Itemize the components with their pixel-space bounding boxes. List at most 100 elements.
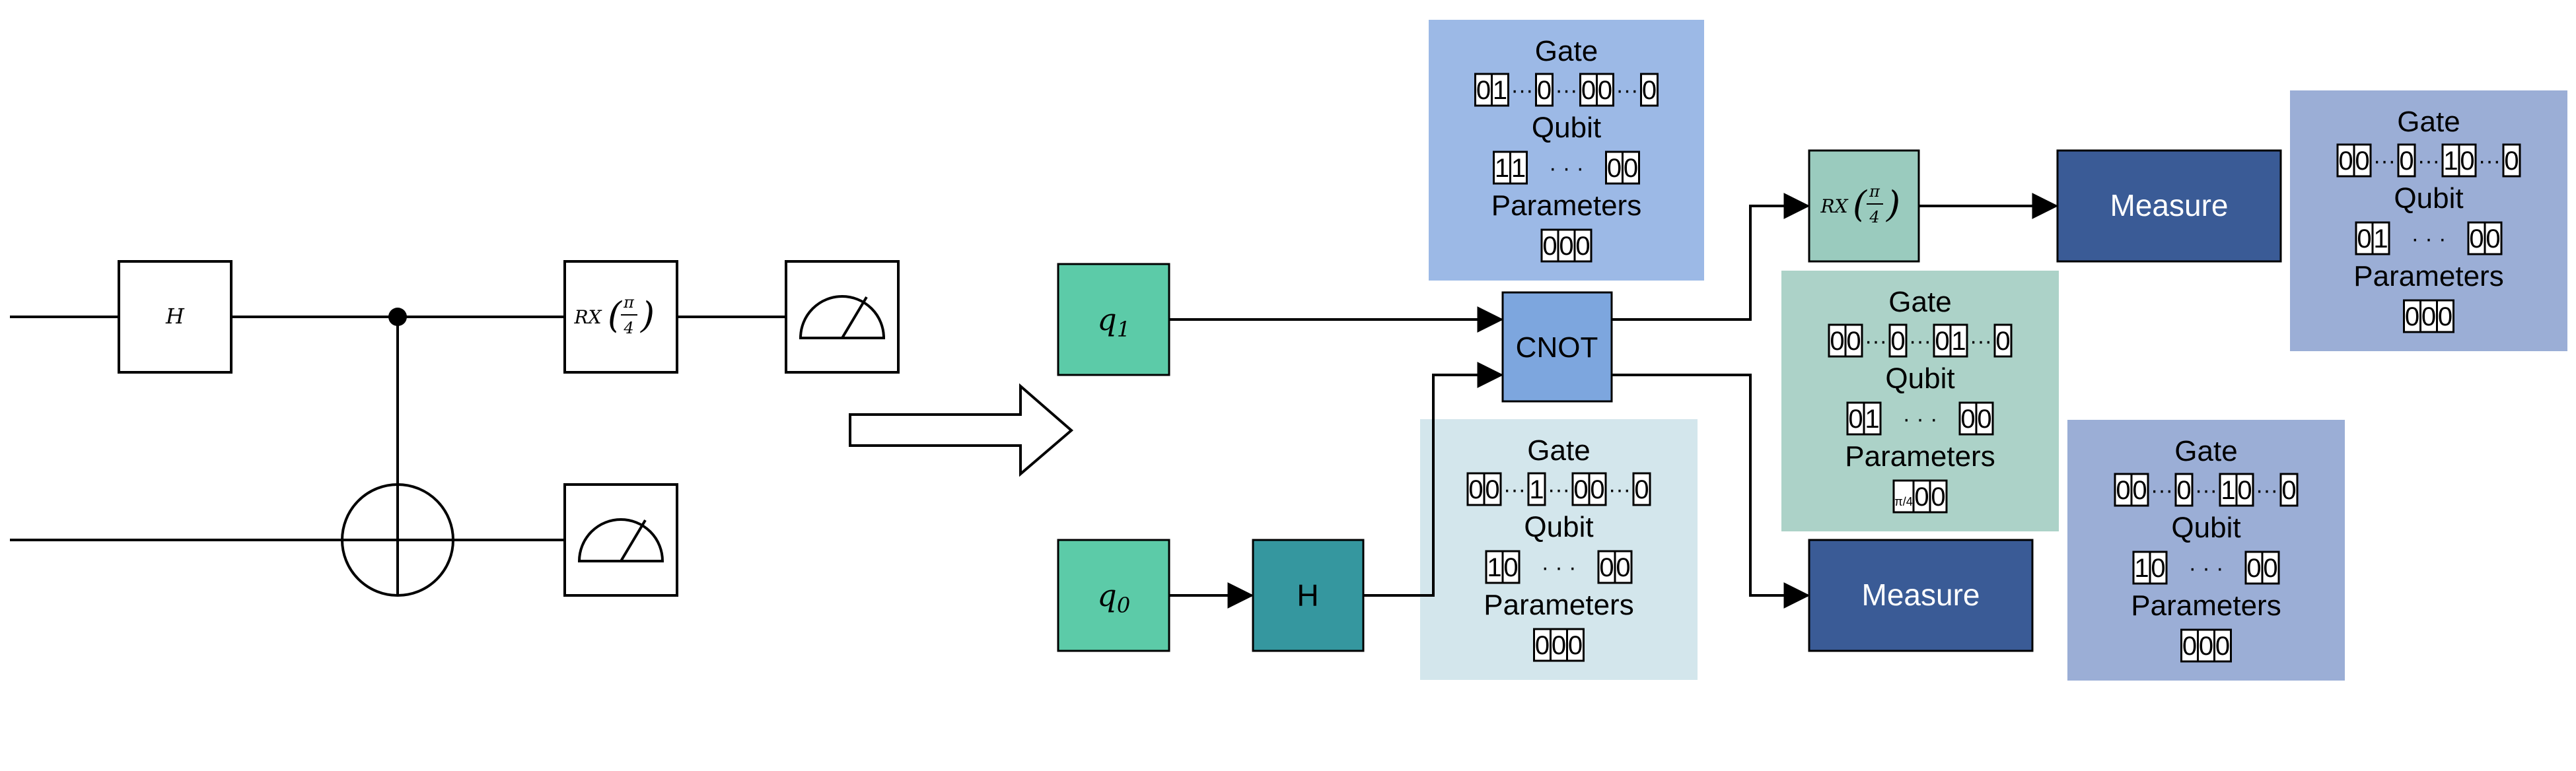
feature-bit <box>2371 221 2390 255</box>
feature-bit <box>1474 73 1493 107</box>
feature-bit-value: 0 <box>2504 147 2519 176</box>
feature-bit-value: 0 <box>2338 147 2353 176</box>
node-q1 <box>1057 263 1170 376</box>
feature-bit-value: 1 <box>2221 476 2235 505</box>
feature-bit-value: 1 <box>1951 327 1966 356</box>
node-rx <box>1808 149 1920 263</box>
feature-bit-value: 1 <box>2443 147 2458 176</box>
feature-bit-value: 1 <box>2134 554 2149 583</box>
node-cnot <box>1501 291 1613 403</box>
feature-params-label: Parameters <box>1484 589 1633 621</box>
feature-bit <box>1573 228 1592 263</box>
feature-bit-value: 0 <box>2176 476 2191 505</box>
circuit-h-gate <box>118 260 233 374</box>
feature-bit-value: 1 <box>1495 154 1509 183</box>
feature-bit-value: 0 <box>1830 327 1844 356</box>
feature-bit <box>1640 73 1659 107</box>
node-q1-label: q <box>1097 302 1116 337</box>
feature-bit-value: 0 <box>1568 631 1583 660</box>
feature-bit-value: 0 <box>1468 475 1483 504</box>
feature-bit-value: 1 <box>1511 154 1526 183</box>
feature-bit-value: 0 <box>2215 632 2230 661</box>
feature-bit-value: 0 <box>1642 76 1657 105</box>
feature-bit-value: 0 <box>1599 553 1614 582</box>
feature-bit <box>2149 551 2168 585</box>
feature-bit-value: 0 <box>2199 632 2213 661</box>
feature-bit <box>1888 323 1908 358</box>
feature-bit-value: 0 <box>1575 232 1590 261</box>
node-measure-bottom-label: Measure <box>1862 578 1980 612</box>
node-q0 <box>1057 539 1170 652</box>
feature-bit <box>2502 143 2521 178</box>
feature-params-label: Parameters <box>1845 440 1995 473</box>
feature-bit-value: 0 <box>1935 327 1949 356</box>
feature-qubit-label: Qubit <box>1885 362 1954 395</box>
feature-ellipsis: ··· <box>2417 149 2440 174</box>
feature-bit <box>1844 323 1863 358</box>
feature-bit-value: 1 <box>1487 553 1501 582</box>
feature-ellipsis: ··· <box>1556 78 1578 103</box>
feature-bit-value: 0 <box>2405 302 2419 331</box>
node-measure-top-label: Measure <box>2110 188 2229 222</box>
node-cnot-label: CNOT <box>1516 331 1598 364</box>
node-h <box>1252 539 1365 652</box>
circuit-measure-top <box>785 260 900 374</box>
feature-bit <box>1632 472 1651 506</box>
feature-bit-value: 0 <box>1598 76 1612 105</box>
feature-gate-label: Gate <box>2397 106 2460 138</box>
feature-bit-value: 1 <box>1865 405 1879 434</box>
feature-bit <box>1566 628 1585 662</box>
edge-cnot-rx <box>1612 193 1810 321</box>
feature-bit-value: 0 <box>1573 475 1588 504</box>
feature-bit-value: 0 <box>1624 154 1638 183</box>
feature-bit-value: 0 <box>1537 76 1552 105</box>
feature-bit-value: 0 <box>2263 554 2277 583</box>
svg-text:π: π <box>1869 182 1880 201</box>
feature-ellipsis: · · · <box>1542 555 1577 580</box>
feature-ellipsis: ··· <box>2256 478 2278 503</box>
svg-text:): ) <box>1886 184 1900 225</box>
node-q0-sub: 0 <box>1117 593 1130 618</box>
feature-bit <box>1975 401 1994 436</box>
feature-bit-value: 0 <box>1476 76 1491 105</box>
feature-gate-label: Gate <box>1535 35 1598 67</box>
svg-text:RX: RX <box>1820 195 1848 217</box>
feature-bit-value: 1 <box>2373 224 2388 253</box>
feature-bit-value: 1 <box>1529 475 1544 504</box>
feature-bit <box>2436 299 2454 333</box>
feature-bit-value: 0 <box>1995 327 2010 356</box>
feature-bit-value: 0 <box>1960 405 1975 434</box>
svg-text:): ) <box>640 294 655 336</box>
feature-bit-value: 0 <box>2182 632 2197 661</box>
feature-bit <box>2213 628 2232 663</box>
svg-text:(: ( <box>608 294 623 336</box>
feature-bit-value: 0 <box>1559 232 1573 261</box>
feature-bit <box>1485 550 1504 584</box>
feature-ellipsis: ··· <box>2478 149 2501 174</box>
feature-bit <box>1614 550 1633 584</box>
feature-bit <box>2397 143 2416 178</box>
feature-bit <box>1622 151 1640 185</box>
feature-bit <box>2174 473 2194 507</box>
feature-bit <box>1579 73 1598 107</box>
svg-text:(: ( <box>1853 184 1868 225</box>
feature-bit <box>2458 143 2477 178</box>
feature-bit-value: 0 <box>2357 224 2371 253</box>
feature-bit-value: 0 <box>2421 302 2436 331</box>
feature-bit <box>1527 472 1546 506</box>
node-measure-bottom <box>1808 539 2034 652</box>
svg-text:4: 4 <box>623 319 633 337</box>
feature-qubit-label: Qubit <box>2171 512 2240 544</box>
feature-bit <box>2353 143 2372 178</box>
feature-ellipsis: ··· <box>2373 149 2396 174</box>
feature-bit <box>2279 473 2299 507</box>
feature-qubit-label: Qubit <box>1532 112 1601 144</box>
feature-bit-value: 0 <box>2132 476 2147 505</box>
feature-ellipsis: · · · <box>1549 156 1584 181</box>
feature-gate-label: Gate <box>1888 286 1951 318</box>
feature-ellipsis: ··· <box>1608 477 1631 502</box>
